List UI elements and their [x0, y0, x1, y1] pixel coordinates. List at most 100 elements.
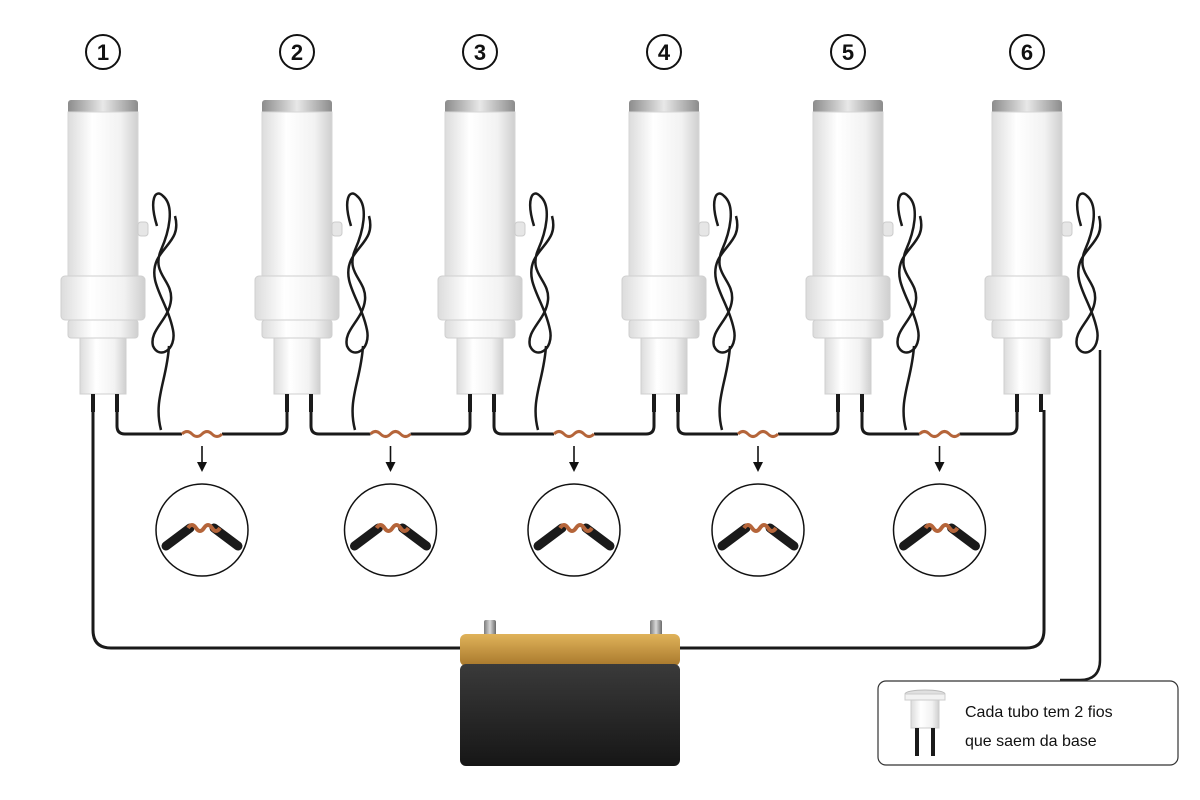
tube-6: 6 [984, 34, 1102, 412]
tube-coiled-cable [896, 192, 923, 354]
tube-side-port [698, 221, 710, 237]
splice-copper-twist [180, 430, 224, 438]
tube-base [640, 337, 688, 395]
zoom-arrow-head [569, 462, 579, 472]
tube-collar [254, 275, 340, 321]
tube-ring [812, 319, 884, 339]
tube-body [261, 111, 333, 279]
zoom-wire-left [350, 523, 383, 551]
tube-cap [68, 100, 138, 114]
splice-2-3 [309, 412, 472, 438]
tube-body [67, 111, 139, 279]
splice-wire-left [492, 412, 554, 436]
tube-body [628, 111, 700, 279]
zoom-copper-twist [923, 523, 960, 533]
splice-zoom-2 [343, 446, 438, 577]
tube-base [79, 337, 127, 395]
tube-number-label: 3 [474, 40, 486, 65]
tube-base-icon [904, 689, 946, 756]
zoom-wire-left [533, 523, 567, 551]
splice-wire-right [778, 412, 840, 436]
splice-wire-left [309, 412, 371, 436]
zoom-arrow-head [385, 462, 396, 472]
zoom-wire-left [899, 523, 932, 551]
tube-base [824, 337, 872, 395]
splice-5-6 [860, 412, 1019, 438]
tube-3: 3 [437, 34, 555, 431]
tube-ring [261, 319, 333, 339]
tube-coiled-cable [1075, 192, 1102, 354]
tube-side-port [514, 221, 526, 237]
tube-coiled-cable [151, 192, 178, 354]
tube-number-circle [646, 34, 682, 70]
tube-cap [262, 100, 332, 114]
splice-wire-right [959, 412, 1019, 436]
zoom-copper-twist [186, 523, 222, 533]
tube-number-circle [830, 34, 866, 70]
tube-cap [629, 100, 699, 114]
splice-4-5 [676, 412, 840, 438]
battery-body [460, 664, 680, 766]
splice-wire-right [222, 412, 289, 436]
tube-body [812, 111, 884, 279]
tube-side-port [1061, 221, 1073, 237]
zoom-copper-twist [558, 523, 594, 533]
zoom-copper-twist [742, 523, 778, 533]
zoom-arrow-head [753, 462, 763, 472]
tube-cable-tail [902, 345, 916, 431]
splice-zoom-group [155, 446, 987, 577]
splice-copper-twist [918, 430, 961, 438]
splice-copper-twist [369, 430, 412, 438]
tube-cap [813, 100, 883, 114]
info-note-line-1: Cada tubo tem 2 fios [965, 704, 1113, 721]
zoom-copper-twist [374, 523, 411, 533]
tube-number-label: 1 [97, 40, 109, 65]
info-note: Cada tubo tem 2 fios que saem da base [877, 680, 1179, 766]
splice-3-4 [492, 412, 656, 438]
battery-terminal-left [484, 620, 496, 636]
tube-1: 1 [60, 34, 178, 431]
positive-lead-wire [678, 410, 1046, 650]
tube-ring [628, 319, 700, 339]
tube-body [444, 111, 516, 279]
tube-number-circle [279, 34, 315, 70]
zoom-arrow-head [197, 462, 207, 472]
tube-collar [621, 275, 707, 321]
tube-coiled-cable [345, 192, 372, 354]
tube-base [1003, 337, 1051, 395]
tube-side-port [331, 221, 343, 237]
tube-coiled-cable [712, 192, 739, 354]
battery [460, 620, 680, 766]
tube-2: 2 [254, 34, 372, 431]
splice-wire-left [115, 412, 182, 436]
tube-collar [984, 275, 1070, 321]
tube-5: 5 [805, 34, 923, 431]
tube-number-circle [462, 34, 498, 70]
splice-zoom-1 [155, 446, 249, 577]
tube-base [456, 337, 504, 395]
tube-collar [60, 275, 146, 321]
tube-cable-tail [718, 345, 732, 431]
splice-1-2 [115, 412, 289, 438]
splice-wire-right [594, 412, 656, 436]
splice-wire-left [676, 412, 738, 436]
splice-wires-group [115, 412, 1019, 438]
splice-zoom-5 [892, 446, 987, 577]
tube-number-label: 2 [291, 40, 303, 65]
splice-zoom-4 [711, 446, 805, 577]
tube-ring [444, 319, 516, 339]
splice-copper-twist [552, 430, 596, 438]
zoom-wire-left [161, 523, 195, 551]
tube-cap [445, 100, 515, 114]
tube-4: 4 [621, 34, 739, 431]
splice-wire-right [410, 412, 472, 436]
splice-copper-twist [736, 430, 780, 438]
tube-cable-tail [351, 345, 365, 431]
tube-body [991, 111, 1063, 279]
tube-ring [991, 319, 1063, 339]
battery-top [460, 634, 680, 666]
tube-cable-tail [534, 345, 548, 431]
tube-collar [437, 275, 523, 321]
